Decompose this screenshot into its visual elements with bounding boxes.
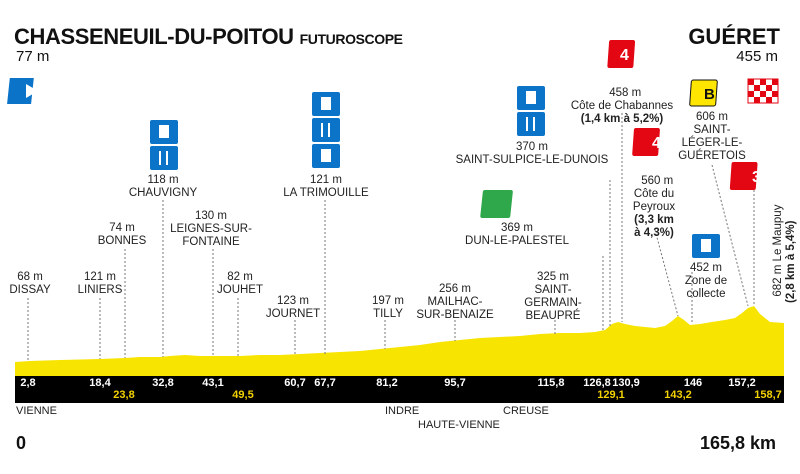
km-marker: 81,2 <box>376 377 398 389</box>
start-town-sub: FUTUROSCOPE <box>299 31 403 47</box>
climb-cat3-icon <box>729 162 758 190</box>
place-jouhet: 82 m JOUHET <box>217 271 263 296</box>
climb-cat4-label: 4 <box>620 47 629 64</box>
km-marker: 115,8 <box>537 377 565 389</box>
km-marker: 32,8 <box>152 377 174 389</box>
region-creuse: CREUSE <box>503 405 549 417</box>
climb-chabannes-detail: (1,4 km à 5,2%) <box>580 113 664 125</box>
finish-flag-icon <box>747 78 779 104</box>
km-marker-alt: 49,5 <box>232 389 254 401</box>
place-liniers: 121 m LINIERS <box>77 271 123 296</box>
place-mailhac: 256 m MAILHAC- SUR-BENAIZE <box>416 283 494 321</box>
region-indre: INDRE <box>385 405 420 417</box>
place-bonnes: 74 m BONNES <box>97 222 147 247</box>
start-town-name: CHASSENEUIL-DU-POITOU <box>14 24 294 49</box>
km-marker: 126,8 <box>583 377 611 389</box>
elevation-profile <box>15 306 784 376</box>
km-marker: 157,2 <box>728 377 756 389</box>
place-saint-leger: 606 m SAINT- LÉGER-LE- GUÉRETOIS <box>678 111 746 162</box>
place-saint-germain: 325 m SAINT- GERMAIN- BEAUPRÉ <box>524 271 582 322</box>
place-la-trimouille: 121 m LA TRIMOUILLE <box>283 174 369 199</box>
climb-peyroux: 560 m Côte du Peyroux(3,3 km à 4,3%) <box>633 162 675 240</box>
bonus-label: B <box>704 86 715 103</box>
bonus-icon <box>689 79 718 107</box>
climb-peyroux-detail: (3,3 km à 4,3%) <box>634 214 674 239</box>
km-marker: 60,7 <box>284 377 306 389</box>
place-leignes: 130 m LEIGNES-SUR- FONTAINE <box>170 210 252 248</box>
climb-maupuy: 682 m Le Maupuy(2,8 km à 5,4%) <box>759 193 798 303</box>
km-marker: 67,7 <box>314 377 336 389</box>
climb-cat4-icon <box>607 40 636 68</box>
sprint-label: S <box>516 197 527 214</box>
finish-town: GUÉRET <box>688 24 780 49</box>
sprint-icon <box>480 190 513 218</box>
place-tilly: 197 m TILLY <box>372 295 404 320</box>
place-chauvigny: 118 m CHAUVIGNY <box>128 174 198 199</box>
start-altitude: 77 m <box>16 48 50 65</box>
place-dun-le-palestel: 369 m DUN-LE-PALESTEL <box>465 222 569 247</box>
place-dissay: 68 m DISSAY <box>9 271 51 296</box>
climb-peyroux-name: 560 m Côte du Peyroux <box>632 175 676 213</box>
climb-cat4b-icon <box>632 128 660 156</box>
climb-maupuy-name: 682 m Le Maupuy <box>772 204 784 297</box>
region-vienne: VIENNE <box>16 405 57 417</box>
km-marker: 95,7 <box>444 377 466 389</box>
km-marker: 18,4 <box>89 377 111 389</box>
km-marker: 130,9 <box>612 377 640 389</box>
place-saint-sulpice: 370 m SAINT-SULPICE-LE-DUNOIS <box>455 141 609 166</box>
place-zone-collecte: 452 m Zone de collecte <box>684 262 728 300</box>
km-marker: 43,1 <box>202 377 224 389</box>
km-marker-alt: 23,8 <box>113 389 135 401</box>
climb-cat3-label: 3 <box>752 169 761 186</box>
start-flag-icon <box>7 78 38 104</box>
km-marker: 2,8 <box>20 377 36 389</box>
climb-chabannes-name: 458 m Côte de Chabannes <box>570 87 674 112</box>
place-journet: 123 m JOURNET <box>265 295 321 320</box>
km-marker: 146 <box>683 377 703 389</box>
start-town: CHASSENEUIL-DU-POITOU FUTUROSCOPE <box>14 24 403 50</box>
climb-cat4b-label: 4 <box>652 135 661 152</box>
km-marker-alt: 129,1 <box>597 389 625 401</box>
region-haute-vienne: HAUTE-VIENNE <box>418 419 500 431</box>
km-marker-alt: 143,2 <box>664 389 692 401</box>
distance-start: 0 <box>16 433 27 453</box>
distance-total: 165,8 km <box>699 433 776 453</box>
km-marker-alt: 158,7 <box>754 389 782 401</box>
leader-lines <box>27 113 755 360</box>
distance-band <box>15 376 784 403</box>
climb-chabannes: 458 m Côte de Chabannes(1,4 km à 5,2%) <box>571 74 673 126</box>
finish-altitude: 455 m <box>736 48 778 65</box>
climb-maupuy-detail: (2,8 km à 5,4%) <box>785 220 797 303</box>
feed-zone-icon <box>150 86 720 258</box>
